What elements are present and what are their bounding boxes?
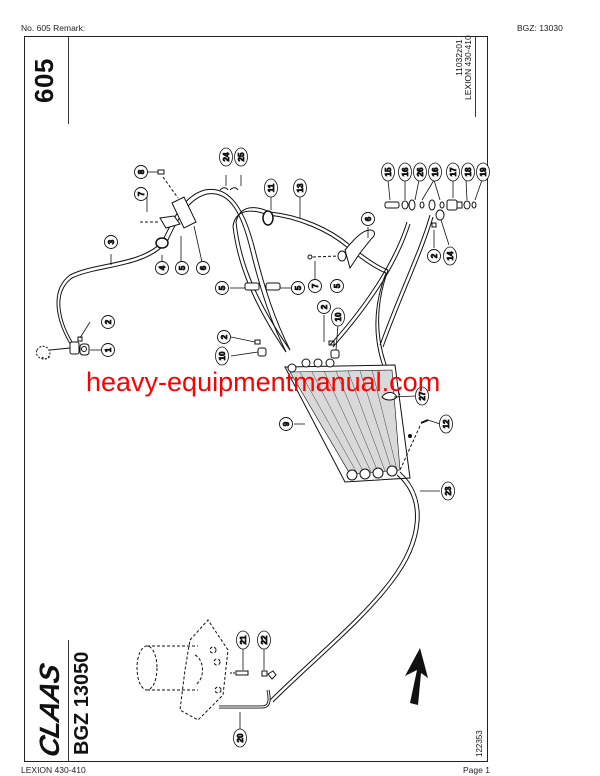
footer-page: Page 1 xyxy=(463,765,490,775)
callout-23: 23 xyxy=(444,486,453,495)
callout-7: 7 xyxy=(137,191,146,196)
screw-12 xyxy=(399,419,429,471)
callout-8: 8 xyxy=(137,169,146,174)
callout-19: 19 xyxy=(479,167,488,176)
callout-20: 20 xyxy=(236,733,245,742)
bracket-6-left xyxy=(140,169,197,229)
code-divider xyxy=(475,37,476,117)
callout-21: 21 xyxy=(239,635,248,644)
hose-3 xyxy=(56,241,165,348)
clamps-5-mid xyxy=(244,282,281,291)
callout-11: 11 xyxy=(267,183,276,192)
fitting-assembly-left xyxy=(35,336,90,360)
watermark-text: heavy-equipmentmanual.com xyxy=(86,367,441,397)
hose-13 xyxy=(232,207,389,353)
grommet-4 xyxy=(155,237,169,249)
callout-5: 5 xyxy=(178,265,187,270)
callout-16b: 16 xyxy=(431,167,440,176)
title-divider-top xyxy=(68,36,69,124)
callout-18: 18 xyxy=(464,167,473,176)
oil-cooler-9 xyxy=(284,358,411,483)
callout-24: 24 xyxy=(222,152,231,161)
bracket-6-right xyxy=(307,229,375,270)
callout-6b: 6 xyxy=(364,216,373,221)
footer-model: LEXION 430-410 xyxy=(21,765,86,775)
direction-arrow xyxy=(405,648,428,705)
callout-26: 26 xyxy=(416,167,425,176)
callout-13: 13 xyxy=(296,183,305,192)
callout-5b: 5 xyxy=(218,285,227,290)
hose-23 xyxy=(269,471,420,703)
callout-1: 1 xyxy=(104,347,113,352)
clips-24-25 xyxy=(219,187,239,191)
title-divider-bottom xyxy=(68,640,69,762)
callout-15: 15 xyxy=(384,167,393,176)
callout-16: 16 xyxy=(401,167,410,176)
callout-2c: 2 xyxy=(220,334,229,339)
callout-2b: 2 xyxy=(320,304,329,309)
callout-27: 27 xyxy=(418,391,427,400)
callouts: 8 7 3 4 5 6 24 25 11 13 6 15 16 26 16 17… xyxy=(79,147,490,748)
callout-6: 6 xyxy=(199,265,208,270)
fittings-20-21-22 xyxy=(219,670,277,709)
callout-3: 3 xyxy=(107,239,116,244)
callout-10: 10 xyxy=(334,312,343,321)
callout-25: 25 xyxy=(237,152,246,161)
grommet-11 xyxy=(262,210,274,226)
callout-5d: 5 xyxy=(333,283,342,288)
callout-4: 4 xyxy=(158,265,167,270)
callout-7b: 7 xyxy=(311,283,320,288)
callout-2: 2 xyxy=(430,253,439,258)
callout-12: 12 xyxy=(442,419,451,428)
callout-10b: 10 xyxy=(218,351,227,360)
callout-22: 22 xyxy=(260,635,269,644)
fittings-2-10 xyxy=(254,339,340,359)
drawing-frame xyxy=(24,36,488,762)
callout-9: 9 xyxy=(282,421,291,426)
callout-14: 14 xyxy=(446,251,455,260)
banjo-fitting-row xyxy=(384,199,477,228)
header-page-remark: No. 605 Remark: xyxy=(21,23,86,33)
callout-5c: 5 xyxy=(294,285,303,290)
callout-17: 17 xyxy=(449,167,458,176)
header-bgz-code: BGZ: 13030 xyxy=(517,23,563,33)
hydraulic-motor-outline xyxy=(136,619,229,721)
callout-2d: 2 xyxy=(104,319,113,324)
